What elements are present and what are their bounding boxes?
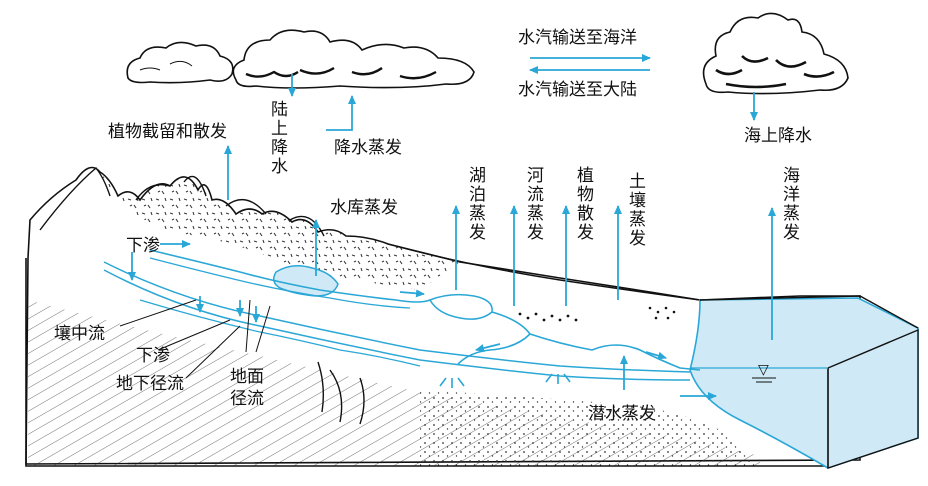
- lake-evap-label: 湖泊蒸发: [465, 166, 485, 242]
- river-flow-arrow-2: [399, 289, 425, 298]
- infiltration-low-label: 下渗: [136, 346, 170, 366]
- interflow-label: 壤中流: [54, 324, 105, 344]
- river-evap-label: 河流蒸发: [523, 166, 543, 242]
- leader-lines: [119, 299, 271, 379]
- plant-transp-label: 植物散发: [573, 166, 593, 242]
- flow-arrows: [128, 54, 776, 400]
- precip-evap-arrow: [326, 95, 356, 131]
- water-table-symbol: ▽: [758, 362, 769, 378]
- ocean-precip-label: 海上降水: [744, 126, 812, 146]
- vapor-to-ocean-label: 水汽输送至海洋: [518, 28, 637, 48]
- soil-evap-label: 土壤蒸发: [625, 172, 645, 248]
- precip-evap-label: 降水蒸发: [334, 138, 402, 158]
- infiltration-top-label: 下渗: [126, 236, 160, 256]
- ocean-evap-label: 海洋蒸发: [779, 166, 799, 242]
- groundwater-runoff-label: 地下径流: [116, 374, 184, 394]
- water-features: [103, 249, 701, 388]
- reservoir-evap-label: 水库蒸发: [330, 198, 398, 218]
- ocean-block: [689, 295, 919, 469]
- cloud-left: [126, 41, 234, 84]
- plant-interception-label: 植物截留和散发: [108, 122, 227, 142]
- river-flow-arrow-3: [475, 343, 501, 352]
- surface-runoff-label: 地面径流: [230, 367, 264, 410]
- cloud-right: [702, 12, 849, 95]
- vapor-to-land-label: 水汽输送至大陆: [518, 80, 637, 100]
- cloud-center: [232, 29, 475, 89]
- river-flow-arrow-4: [645, 351, 667, 360]
- phreatic-evap-label: 潜水蒸发: [588, 404, 656, 424]
- earth-block: [25, 166, 861, 467]
- land-precip-label: 陆上降水: [267, 100, 287, 176]
